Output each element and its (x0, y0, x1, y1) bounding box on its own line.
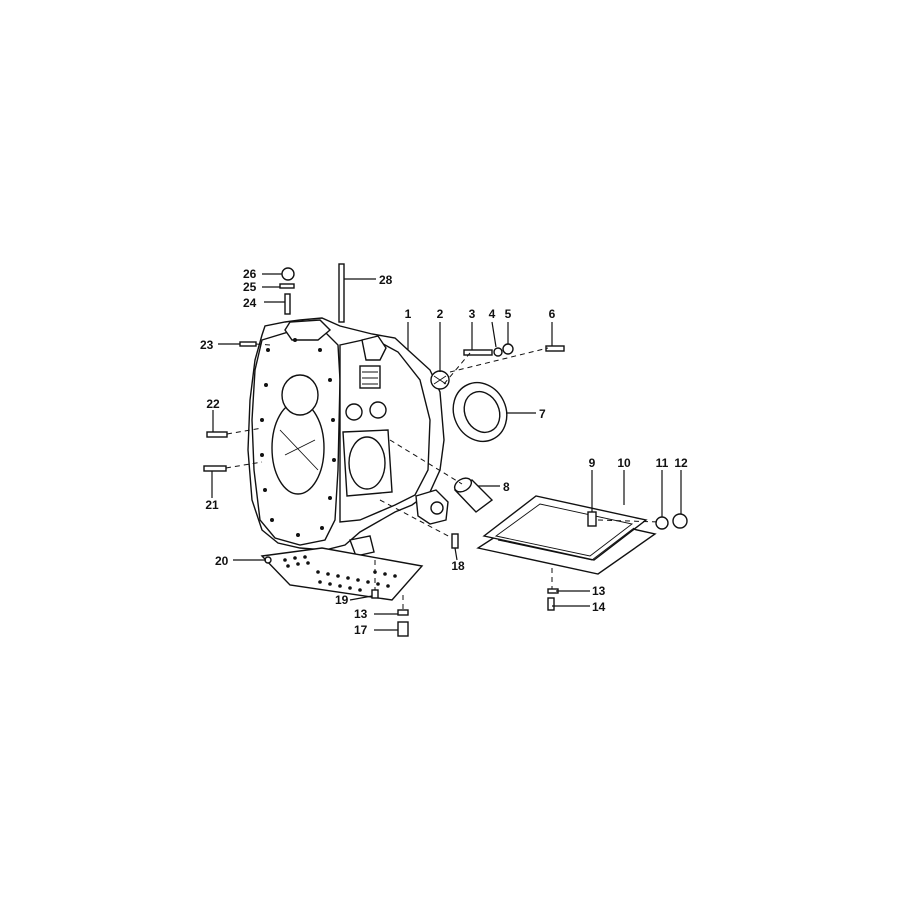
callout-2: 2 (437, 307, 444, 321)
sleeve-part-8 (453, 477, 494, 513)
callout-19: 19 (335, 593, 349, 607)
assembly-lines (225, 343, 661, 612)
callout-7: 7 (539, 407, 546, 421)
callout-17: 17 (354, 623, 368, 637)
leader-lines (211, 273, 682, 631)
callout-5: 5 (505, 307, 512, 321)
transmission-housing (247, 317, 450, 557)
callout-14: 14 (592, 600, 606, 614)
callout-9: 9 (589, 456, 596, 470)
oil-pan-and-gasket (476, 495, 657, 575)
callout-11: 11 (656, 456, 669, 470)
callout-23: 23 (200, 338, 214, 352)
callout-6: 6 (549, 307, 556, 321)
callout-25: 25 (243, 280, 257, 294)
callout-26: 26 (243, 267, 257, 281)
callout-8: 8 (503, 480, 510, 494)
callout-13-bottom: 13 (354, 607, 368, 621)
callout-28: 28 (379, 273, 393, 287)
seal-ring-part-7 (452, 381, 508, 443)
callout-labels: 1 2 3 4 5 6 7 8 9 10 11 12 13 14 13 17 1… (200, 267, 688, 637)
callout-1: 1 (405, 307, 412, 321)
screen-perforations (283, 555, 397, 592)
screen-plate (260, 547, 424, 601)
callout-3: 3 (469, 307, 476, 321)
callout-22: 22 (206, 397, 220, 411)
callout-10: 10 (617, 456, 631, 470)
callout-24: 24 (243, 296, 257, 310)
callout-13-pan: 13 (592, 584, 606, 598)
callout-21: 21 (205, 498, 219, 512)
flange-bolt-holes (260, 338, 336, 537)
callout-18: 18 (451, 559, 465, 573)
callout-12: 12 (674, 456, 688, 470)
callout-20: 20 (215, 554, 229, 568)
callout-4: 4 (489, 307, 496, 321)
hardware-parts (203, 263, 688, 637)
